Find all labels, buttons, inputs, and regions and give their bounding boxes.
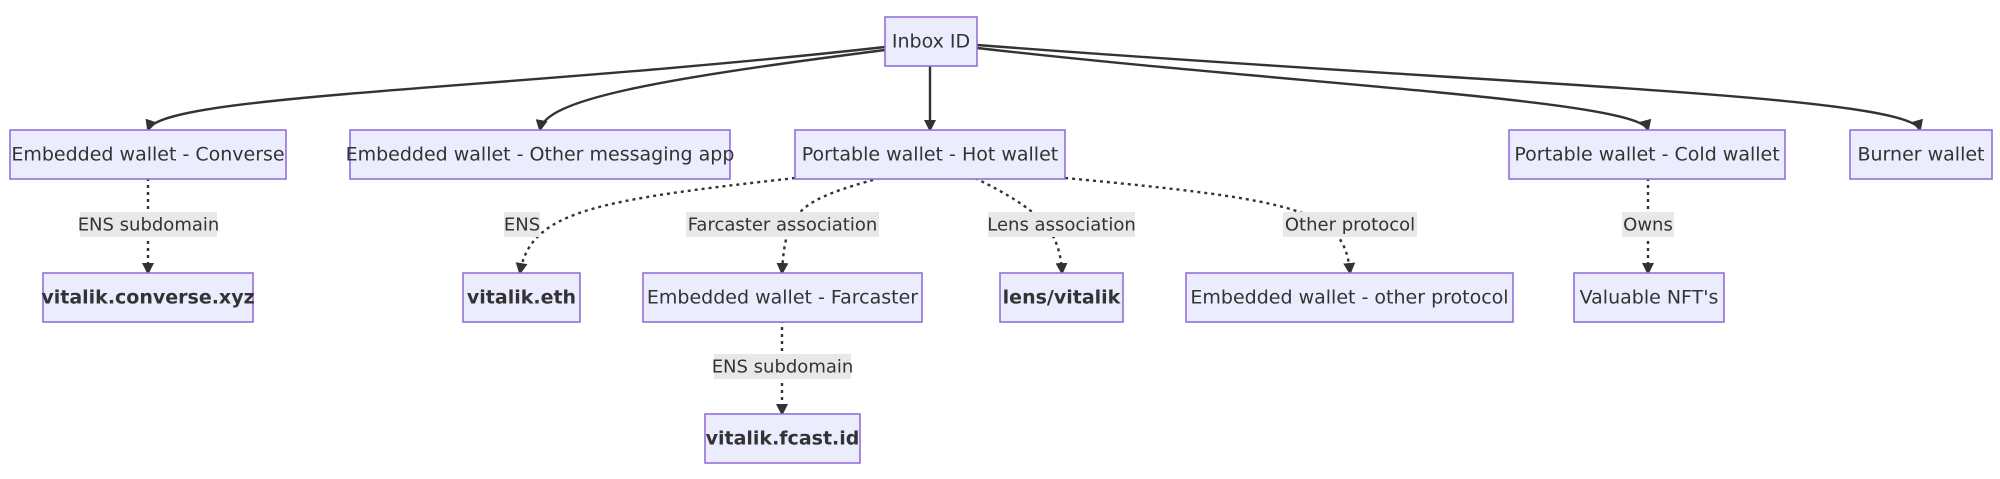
- edge-label-converse-ens: ENS subdomain: [78, 212, 220, 237]
- node-valuable-nfts: Valuable NFT's: [1573, 272, 1725, 323]
- edge-inbox-to-other-messaging: [535, 48, 886, 132]
- svg-text:vitalik.fcast.id: vitalik.fcast.id: [706, 428, 860, 450]
- edge-inbox-to-cold: [976, 46, 1652, 132]
- edge-hot-to-farcaster: [776, 176, 881, 275]
- svg-text:Other protocol: Other protocol: [1285, 215, 1415, 236]
- edge-inbox-to-burner: [976, 43, 1923, 132]
- node-vitalik-eth: vitalik.eth: [462, 272, 581, 323]
- svg-text:Portable wallet - Cold wallet: Portable wallet - Cold wallet: [1514, 144, 1779, 166]
- node-vitalik-fcast-id: vitalik.fcast.id: [704, 413, 861, 464]
- node-burner-wallet: Burner wallet: [1849, 129, 1993, 180]
- edge-label-farcaster-ens: ENS subdomain: [712, 354, 854, 379]
- svg-text:ENS subdomain: ENS subdomain: [78, 215, 220, 236]
- svg-text:Embedded wallet - Converse: Embedded wallet - Converse: [11, 144, 284, 166]
- svg-text:Lens association: Lens association: [987, 215, 1136, 236]
- edge-label-hot-farcaster: Farcaster association: [686, 212, 879, 237]
- node-portable-cold: Portable wallet - Cold wallet: [1508, 129, 1786, 180]
- node-embedded-other-protocol: Embedded wallet - other protocol: [1185, 272, 1514, 323]
- edge-hot-to-other-protocol: [1064, 176, 1356, 275]
- svg-text:ENS: ENS: [504, 215, 540, 236]
- edge-label-hot-other: Other protocol: [1283, 212, 1417, 237]
- svg-text:ENS subdomain: ENS subdomain: [712, 357, 854, 378]
- node-embedded-other-messaging: Embedded wallet - Other messaging app: [346, 129, 735, 180]
- edge-hot-to-ens: [515, 176, 796, 275]
- edge-hot-to-lens: [974, 176, 1068, 275]
- node-vitalik-converse-xyz: vitalik.converse.xyz: [41, 272, 255, 323]
- edge-label-cold-owns: Owns: [1622, 212, 1674, 237]
- svg-text:Owns: Owns: [1623, 215, 1673, 236]
- svg-text:Valuable NFT's: Valuable NFT's: [1580, 287, 1719, 309]
- svg-text:Farcaster association: Farcaster association: [688, 215, 878, 236]
- svg-text:lens/vitalik: lens/vitalik: [1003, 287, 1121, 309]
- node-embedded-converse: Embedded wallet - Converse: [9, 129, 287, 180]
- svg-text:vitalik.eth: vitalik.eth: [467, 287, 576, 309]
- svg-text:Embedded wallet - other protoc: Embedded wallet - other protocol: [1190, 287, 1508, 309]
- svg-text:Embedded wallet - Other messag: Embedded wallet - Other messaging app: [346, 144, 735, 166]
- edge-inbox-to-converse: [145, 45, 886, 132]
- edge-label-hot-lens: Lens association: [987, 212, 1136, 237]
- node-inbox-id: Inbox ID: [884, 16, 978, 67]
- node-embedded-farcaster: Embedded wallet - Farcaster: [642, 272, 923, 323]
- svg-text:Burner wallet: Burner wallet: [1857, 144, 1984, 166]
- node-lens-vitalik: lens/vitalik: [999, 272, 1124, 323]
- svg-text:Embedded wallet - Farcaster: Embedded wallet - Farcaster: [647, 287, 918, 309]
- svg-text:vitalik.converse.xyz: vitalik.converse.xyz: [41, 287, 254, 309]
- node-portable-hot: Portable wallet - Hot wallet: [794, 129, 1066, 180]
- edge-label-hot-ens: ENS: [504, 212, 540, 237]
- svg-text:Portable wallet - Hot wallet: Portable wallet - Hot wallet: [802, 144, 1058, 166]
- svg-text:Inbox ID: Inbox ID: [892, 31, 970, 53]
